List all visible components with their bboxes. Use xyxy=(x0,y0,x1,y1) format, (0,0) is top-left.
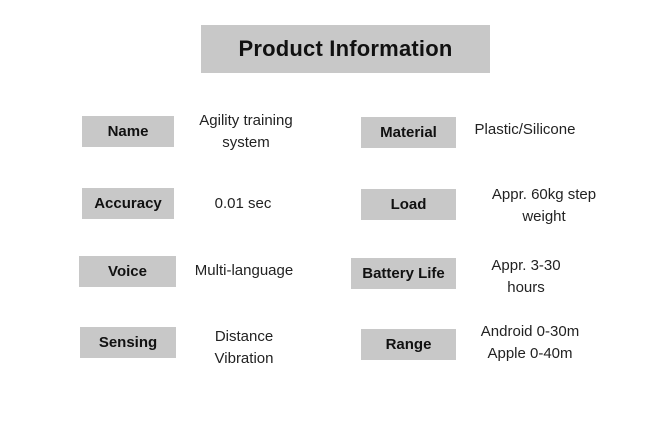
label-name: Name xyxy=(82,116,174,147)
value-battery-life: Appr. 3-30 hours xyxy=(491,257,561,296)
label-sensing: Sensing xyxy=(80,327,176,358)
value-load: Appr. 60kg step weight xyxy=(491,186,597,225)
value-material: Plastic/Silicone xyxy=(474,121,576,138)
label-accuracy: Accuracy xyxy=(82,188,174,219)
value-name: Agility training system xyxy=(199,112,293,151)
page-title: Product Information xyxy=(238,36,453,61)
label-range: Range xyxy=(361,329,456,360)
label-voice: Voice xyxy=(79,256,176,287)
label-load: Load xyxy=(361,189,456,220)
value-sensing: Distance Vibration xyxy=(214,328,274,367)
value-accuracy: 0.01 sec xyxy=(214,195,272,212)
page-title-box: Product Information xyxy=(201,25,490,73)
label-material: Material xyxy=(361,117,456,148)
value-range: Android 0-30m Apple 0-40m xyxy=(480,323,580,362)
value-voice: Multi-language xyxy=(194,262,294,279)
label-battery-life: Battery Life xyxy=(351,258,456,289)
